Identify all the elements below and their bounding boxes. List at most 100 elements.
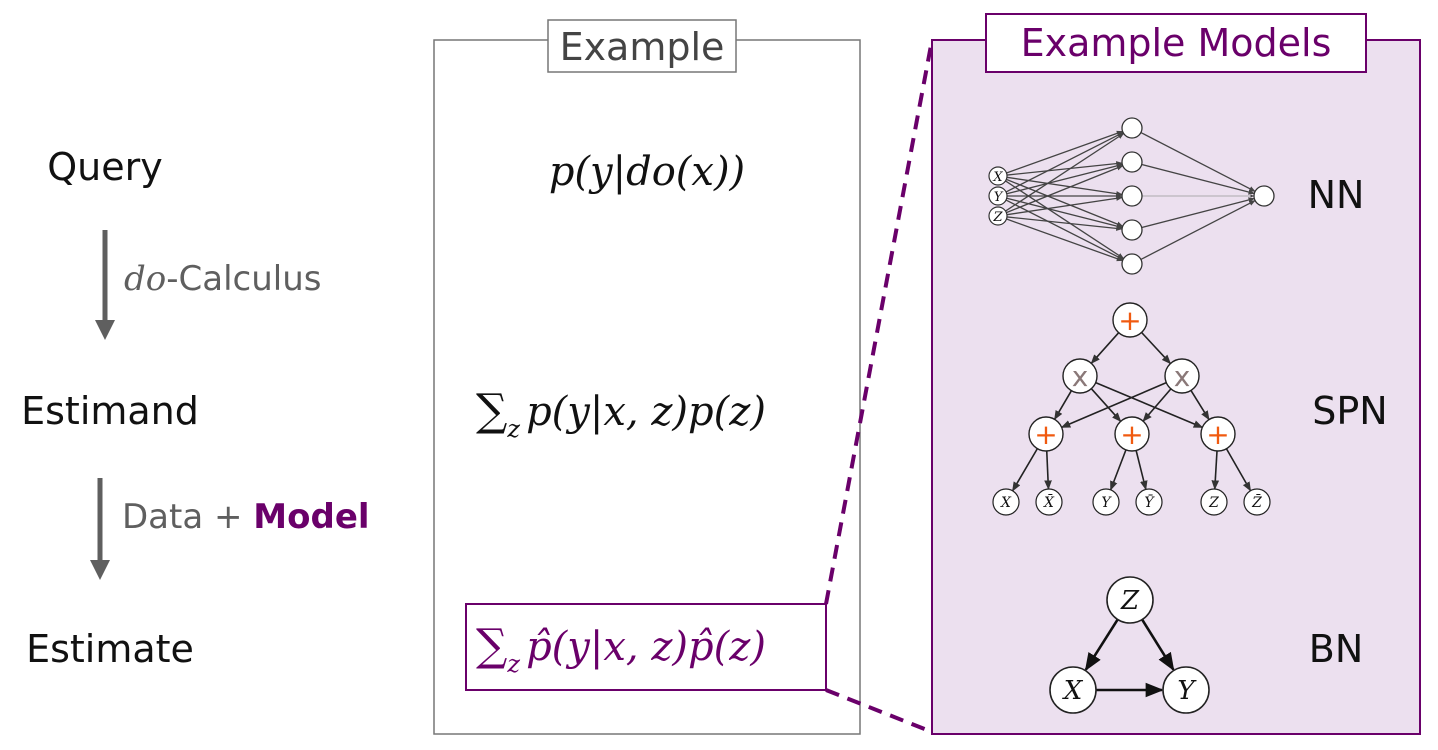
- spn-label: SPN: [1312, 389, 1387, 433]
- example-title-box: [547, 19, 737, 73]
- spn-product-node: [1062, 358, 1098, 394]
- example-title: Example: [560, 25, 725, 69]
- nn-edge: [1006, 161, 1123, 176]
- nn-input-label: Z: [992, 210, 1003, 225]
- spn-leaf-node: [1135, 488, 1163, 516]
- spn-sum-node: [1028, 416, 1064, 452]
- query-formula: p(y|do(x)): [549, 149, 745, 195]
- nn-edge: [1006, 130, 1124, 174]
- spn-product-symbol: x: [1072, 360, 1089, 393]
- zoom-line-top: [824, 39, 934, 605]
- spn-leaf-label: Y: [1101, 495, 1112, 511]
- nn-edge: [1140, 200, 1256, 260]
- nn-input-node: [988, 206, 1008, 226]
- spn-edge: [1142, 388, 1172, 422]
- spn-sum-node: [1112, 302, 1148, 338]
- estimand-label: Estimand: [21, 389, 199, 433]
- nn-edge: [1006, 163, 1123, 195]
- nn-edge: [1005, 131, 1124, 193]
- bn-node-label: Y: [1177, 676, 1197, 706]
- spn-diagram: + x x + + + X X̄ Y Ȳ Z Z̄: [992, 302, 1271, 516]
- nn-diagram: XYZ: [988, 117, 1275, 275]
- spn-sum-node: [1114, 416, 1150, 452]
- spn-edge: [1211, 450, 1220, 490]
- data-model-label: Data + Model: [122, 497, 370, 537]
- nn-edge: [1141, 197, 1255, 229]
- spn-leaf-label: X: [1000, 495, 1012, 511]
- nn-input-label: X: [992, 170, 1003, 185]
- spn-leaf-node: [992, 488, 1020, 516]
- spn-sum-symbol: +: [1034, 418, 1057, 451]
- estimate-label: Estimate: [26, 627, 194, 671]
- nn-edge: [1006, 176, 1123, 197]
- spn-leaf-label: Z: [1208, 495, 1219, 511]
- models-title-box: [985, 13, 1367, 73]
- spn-leaf-label: Ȳ: [1144, 493, 1155, 511]
- spn-leaf-label: X̄: [1043, 493, 1055, 511]
- nn-hidden-node: [1121, 219, 1143, 241]
- bn-label: BN: [1309, 627, 1364, 671]
- spn-edge: [1044, 450, 1052, 490]
- nn-edge: [1006, 178, 1124, 227]
- spn-edge: [1225, 448, 1252, 492]
- nn-edge: [1005, 132, 1125, 212]
- spn-leaf-node: [1092, 488, 1120, 516]
- bn-node-label: Z: [1120, 586, 1140, 616]
- zoom-line-bottom: [825, 688, 933, 734]
- spn-leaf-label: Z̄: [1251, 493, 1262, 511]
- spn-edge: [1109, 449, 1127, 491]
- spn-product-symbol: x: [1174, 360, 1191, 393]
- nn-edge: [1006, 165, 1124, 214]
- nn-hidden-node: [1121, 185, 1143, 207]
- do-calculus-label: do-Calculus: [124, 259, 321, 299]
- models-title: Example Models: [1021, 21, 1332, 65]
- nn-edge: [1006, 195, 1123, 216]
- nn-edge: [1140, 132, 1256, 192]
- spn-edge: [1135, 450, 1148, 491]
- nn-input-node: [988, 186, 1008, 206]
- spn-sum-node: [1200, 416, 1236, 452]
- pipeline: Query do-Calculus Estimand Data + Model …: [21, 145, 369, 671]
- spn-edge: [1060, 381, 1167, 429]
- nn-edge: [1005, 180, 1125, 260]
- nn-edge: [1006, 197, 1123, 229]
- spn-edge: [1140, 331, 1172, 365]
- bn-node: [1162, 666, 1210, 714]
- spn-edge: [1190, 390, 1210, 421]
- spn-sum-symbol: +: [1118, 304, 1141, 337]
- bn-edge: [1141, 618, 1175, 672]
- nn-edge: [1141, 163, 1255, 195]
- nn-hidden-node: [1121, 151, 1143, 173]
- bn-node-label: X: [1062, 676, 1084, 706]
- bn-edge: [1084, 618, 1119, 672]
- spn-edge: [1011, 448, 1039, 492]
- spn-product-node: [1164, 358, 1200, 394]
- nn-hidden-node: [1121, 253, 1143, 275]
- spn-edge: [1090, 332, 1120, 365]
- estimate-highlight-box: [465, 603, 827, 691]
- nn-label: NN: [1308, 173, 1365, 217]
- nn-edge: [1006, 218, 1124, 262]
- spn-leaf-node: [1035, 488, 1063, 516]
- spn-leaf-node: [1200, 488, 1228, 516]
- nn-hidden-node: [1121, 117, 1143, 139]
- spn-sum-symbol: +: [1206, 418, 1229, 451]
- spn-edge: [1053, 390, 1073, 421]
- spn-edge: [1095, 381, 1204, 429]
- spn-leaf-node: [1243, 488, 1271, 516]
- bn-node: [1106, 576, 1154, 624]
- nn-input-label: Y: [994, 190, 1004, 205]
- spn-edge: [1090, 388, 1122, 423]
- nn-output-node: [1253, 185, 1275, 207]
- query-label: Query: [47, 145, 162, 189]
- nn-edge: [1006, 216, 1123, 231]
- nn-input-node: [988, 166, 1008, 186]
- nn-edge: [1005, 199, 1124, 261]
- spn-sum-symbol: +: [1120, 418, 1143, 451]
- bn-diagram: Z X Y: [1049, 576, 1210, 714]
